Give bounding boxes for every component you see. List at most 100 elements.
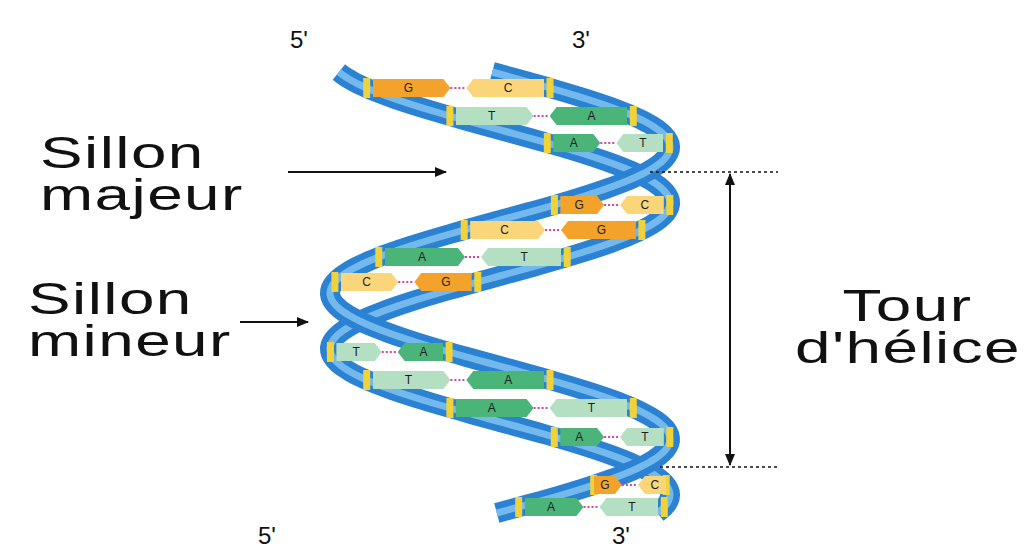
backbone-ribbon xyxy=(330,72,670,513)
base-letter: A xyxy=(547,501,555,513)
nucleotide-base: G xyxy=(560,196,604,214)
base-letter: C xyxy=(362,276,371,288)
hydrogen-bond xyxy=(545,229,561,231)
groove-label: Sillon majeur xyxy=(40,132,243,216)
hydrogen-bond xyxy=(584,506,600,508)
base-letter: G xyxy=(600,479,609,491)
backbone-rung xyxy=(547,370,554,390)
groove-label: Sillon mineur xyxy=(28,278,231,362)
nucleotide-base: A xyxy=(456,399,534,417)
backbone-rung xyxy=(446,398,453,418)
backbone-strands xyxy=(330,72,670,513)
base-letter: C xyxy=(641,199,650,211)
backbone-rung xyxy=(446,342,453,362)
base-letter: A xyxy=(488,402,496,414)
nucleotide-base: A xyxy=(525,498,584,516)
leader-arrow xyxy=(288,171,446,173)
strand-end-label: 3' xyxy=(572,28,590,52)
nucleotide-base: C xyxy=(470,221,545,239)
backbone-rung xyxy=(666,133,673,153)
backbone-rung xyxy=(474,272,481,292)
strand-end-label: 3' xyxy=(612,524,630,548)
nucleotide-base: T xyxy=(373,371,451,389)
backbone-rung xyxy=(638,220,645,240)
base-letter: G xyxy=(441,276,450,288)
nucleotide-base: C xyxy=(466,79,544,97)
nucleotide-base: T xyxy=(456,107,534,125)
base-letter: G xyxy=(575,199,584,211)
hydrogen-bond xyxy=(465,256,481,258)
dimension-arrow xyxy=(729,174,731,465)
hydrogen-bond xyxy=(382,351,398,353)
nucleotide-base: T xyxy=(600,498,659,516)
base-letter: T xyxy=(488,110,495,122)
hydrogen-bond xyxy=(450,379,466,381)
backbone-rung xyxy=(630,106,637,126)
hydrogen-bond xyxy=(450,87,466,89)
base-letter: C xyxy=(500,224,509,236)
base-letter: A xyxy=(575,431,583,443)
backbone-rung xyxy=(551,427,558,447)
backbone-rung xyxy=(551,195,558,215)
base-letter: T xyxy=(352,346,359,358)
backbone-rung xyxy=(515,497,522,517)
hydrogen-bond xyxy=(604,204,620,206)
nucleotide-base: T xyxy=(550,399,628,417)
backbone-highlight xyxy=(330,72,670,513)
base-letter: A xyxy=(419,346,427,358)
backbone-rung xyxy=(666,195,673,215)
backbone-highlight xyxy=(330,72,670,513)
nucleotide-base: A xyxy=(466,371,544,389)
nucleotide-base: G xyxy=(561,221,636,239)
base-letter: T xyxy=(405,374,412,386)
hydrogen-bond xyxy=(622,484,638,486)
hydrogen-bond xyxy=(604,436,620,438)
base-letter: C xyxy=(651,479,660,491)
backbone-rung xyxy=(666,427,673,447)
base-letter: T xyxy=(520,251,527,263)
backbone-rung xyxy=(661,497,668,517)
dimension-guide xyxy=(660,466,778,468)
nucleotide-base: C xyxy=(341,273,398,291)
base-letter: G xyxy=(404,82,413,94)
hydrogen-bond xyxy=(534,115,550,117)
nucleotide-base: A xyxy=(385,248,465,266)
backbone-rung xyxy=(375,247,382,267)
strand-end-label: 5' xyxy=(258,524,276,548)
nucleotide-base: T xyxy=(616,134,663,152)
hydrogen-bond xyxy=(600,142,616,144)
nucleotide-base: A xyxy=(553,134,600,152)
backbone-rung xyxy=(461,220,468,240)
base-letter: A xyxy=(587,110,595,122)
nucleotide-base: A xyxy=(560,428,604,446)
backbone-rung xyxy=(331,272,338,292)
backbone-rung xyxy=(547,78,554,98)
turn-label: Tour d'hélice xyxy=(795,285,1020,369)
hydrogen-bond xyxy=(534,407,550,409)
base-letter: C xyxy=(504,82,513,94)
backbone-rung xyxy=(363,370,370,390)
leader-arrow xyxy=(240,321,308,323)
backbone-ribbon xyxy=(330,72,670,513)
strand-end-label: 5' xyxy=(290,28,308,52)
dimension-guide xyxy=(650,171,778,173)
nucleotide-base: T xyxy=(620,428,664,446)
hydrogen-bond xyxy=(398,281,414,283)
base-letter: T xyxy=(628,501,635,513)
nucleotide-base: A xyxy=(398,343,443,361)
backbone-rung xyxy=(630,398,637,418)
base-letter: A xyxy=(570,137,578,149)
backbone-rung xyxy=(564,247,571,267)
base-letter: T xyxy=(639,137,646,149)
backbone-rung xyxy=(446,106,453,126)
base-letter: A xyxy=(504,374,512,386)
backbone-rungs xyxy=(327,78,673,517)
nucleotide-base: C xyxy=(620,196,664,214)
nucleotide-base: G xyxy=(373,79,451,97)
base-letter: T xyxy=(588,402,595,414)
base-letter: T xyxy=(641,431,648,443)
nucleotide-base: A xyxy=(550,107,628,125)
backbone-rung xyxy=(544,133,551,153)
backbone-rung xyxy=(363,78,370,98)
